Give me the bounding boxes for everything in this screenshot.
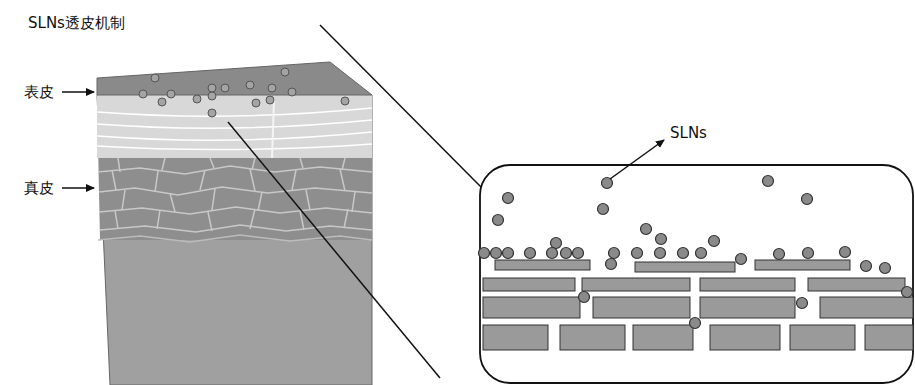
layer-label: 真皮	[24, 179, 54, 197]
pointer-arrow	[62, 91, 94, 93]
callout-label: SLNs	[670, 124, 707, 142]
layer-label: 表皮	[24, 83, 54, 101]
figure-title: SLNs透皮机制	[28, 14, 125, 32]
dermis-cells	[98, 158, 372, 232]
sln-particles	[139, 68, 349, 117]
zoom-lines	[228, 25, 482, 378]
zoom-box	[480, 165, 913, 383]
pointer-arrow	[610, 140, 664, 179]
skin-block	[97, 62, 372, 385]
sln-particles	[479, 176, 913, 329]
corneocytes	[483, 260, 913, 350]
pointer-arrow	[62, 187, 94, 189]
